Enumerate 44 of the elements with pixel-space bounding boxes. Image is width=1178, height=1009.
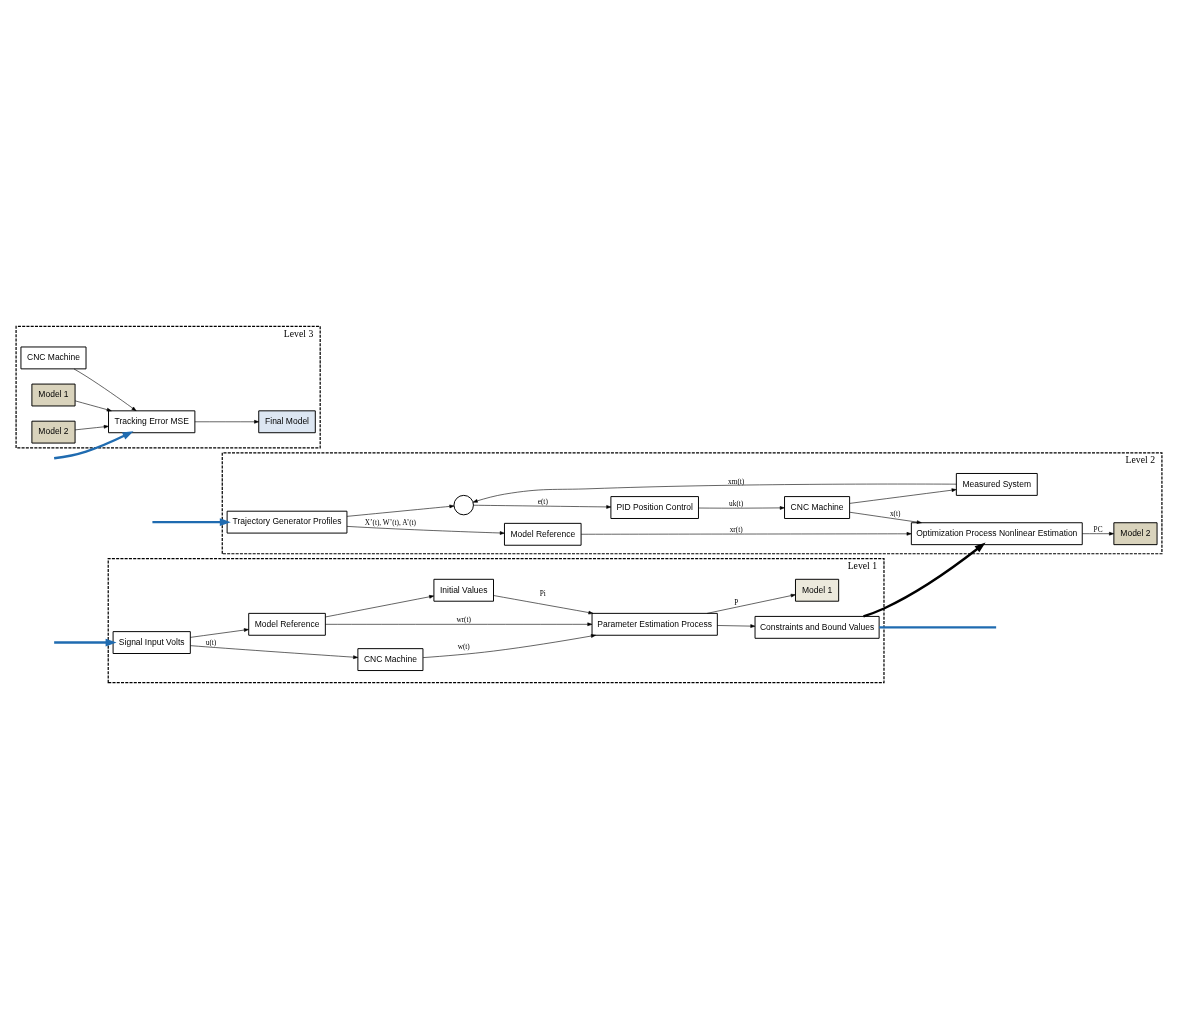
arrow	[493, 595, 594, 615]
node-box: CNC Machine	[357, 648, 424, 672]
arrow	[194, 420, 259, 424]
arrow	[325, 622, 593, 627]
node-box: CNC Machine	[20, 346, 87, 370]
arrow	[152, 518, 231, 526]
arrow	[346, 504, 455, 517]
arrow	[706, 593, 796, 614]
arrow	[422, 634, 596, 658]
node-box: PID Position Control	[610, 496, 699, 519]
node-circle	[453, 494, 474, 516]
node-box: Signal Input Volts	[112, 631, 191, 654]
arrow	[74, 400, 112, 412]
node-box: Model 2	[1113, 522, 1158, 546]
arrow	[473, 504, 612, 509]
arrow	[190, 645, 359, 659]
node-box: Model 1	[795, 578, 840, 602]
connector	[879, 626, 997, 629]
node-box: Initial Values	[433, 578, 494, 602]
node-box: Model Reference	[248, 612, 326, 636]
node-box: Trajectory Generator Profiles	[226, 510, 348, 534]
node-box: Tracking Error MSE	[108, 410, 196, 434]
arrow	[580, 532, 912, 536]
arrow	[54, 638, 117, 647]
arrow	[346, 526, 505, 535]
arrow	[54, 431, 134, 460]
arrow	[325, 595, 435, 618]
node-box: Model 2	[31, 420, 76, 444]
arrow	[73, 368, 137, 411]
arrow	[849, 511, 922, 524]
arrow	[472, 483, 957, 503]
arrow	[849, 488, 957, 504]
arrow	[698, 506, 785, 510]
node-box: Model 1	[31, 383, 76, 407]
node-box: Final Model	[258, 410, 316, 434]
node-box: Measured System	[955, 473, 1038, 496]
node-box: CNC Machine	[784, 496, 851, 519]
arrow	[863, 542, 986, 618]
arrow	[190, 628, 249, 638]
node-box: Constraints and Bound Values	[754, 615, 880, 639]
arrow	[1082, 531, 1114, 536]
arrow	[74, 425, 109, 431]
arrow	[717, 624, 756, 628]
node-box: Model Reference	[503, 522, 582, 546]
